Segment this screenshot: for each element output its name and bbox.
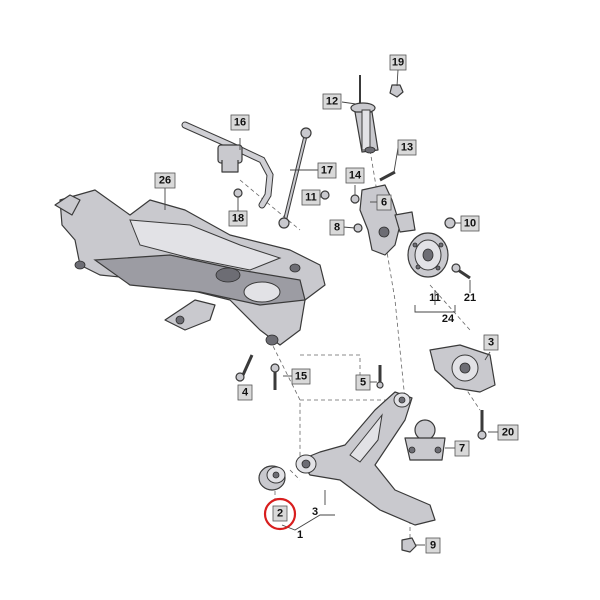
callout-11a: 11 [301, 189, 321, 206]
callout-9: 9 [425, 537, 441, 554]
fasteners [233, 84, 487, 553]
subframe [54, 189, 326, 346]
label-24: 24 [442, 313, 455, 325]
wheel-hub [407, 232, 449, 278]
callout-18: 18 [228, 210, 248, 227]
callout-19-label: 19 [392, 57, 404, 69]
bush [258, 465, 286, 491]
highlight-circle [263, 497, 297, 531]
callout-17-label: 17 [321, 165, 333, 177]
leader-lines [164, 69, 498, 546]
stabilizer-bar [181, 121, 274, 209]
callout-8: 8 [329, 219, 345, 236]
callout-11a-label: 11 [305, 192, 317, 204]
wishbone [295, 391, 436, 526]
callout-20: 20 [497, 424, 519, 441]
callout-3-top: 3 [483, 334, 499, 351]
callout-5: 5 [355, 374, 371, 391]
callout-6: 6 [376, 194, 392, 211]
callout-10-label: 10 [464, 218, 476, 230]
callout-16: 16 [230, 114, 250, 131]
callout-6-label: 6 [381, 197, 387, 209]
callout-18-label: 18 [232, 213, 244, 225]
callout-15-label: 15 [295, 371, 307, 383]
callout-14-label: 14 [349, 170, 362, 182]
label-21: 21 [464, 292, 476, 304]
shock-absorber [350, 75, 379, 154]
callout-19: 19 [389, 54, 407, 71]
callout-10: 10 [460, 215, 480, 232]
callout-20-label: 20 [502, 427, 514, 439]
callout-16-label: 16 [234, 117, 246, 129]
label-1: 1 [297, 529, 303, 541]
callout-4-label: 4 [242, 387, 249, 399]
callout-7-label: 7 [459, 443, 465, 455]
callout-26: 26 [154, 172, 176, 189]
callout-8-label: 8 [334, 222, 340, 234]
callout-14: 14 [345, 167, 365, 184]
coupling-rod [278, 127, 312, 229]
callout-9-label: 9 [430, 540, 436, 552]
callout-13-label: 13 [401, 142, 413, 154]
callout-15: 15 [291, 368, 311, 385]
callout-7: 7 [454, 440, 470, 457]
callout-2-label: 2 [277, 508, 283, 520]
rubber-bush-bracket [429, 344, 496, 393]
callout-3-top-label: 3 [488, 337, 494, 349]
callout-2: 2 [272, 505, 288, 522]
ball-joint [404, 419, 446, 461]
label-3-bottom: 3 [312, 506, 318, 518]
callout-26-label: 26 [159, 175, 171, 187]
callout-17: 17 [317, 162, 337, 179]
callout-13: 13 [397, 139, 417, 156]
callout-4: 4 [237, 384, 253, 401]
callout-12: 12 [322, 93, 342, 110]
callouts: 19 12 16 13 17 26 14 11 6 18 8 10 11 21 … [154, 54, 519, 554]
callout-12-label: 12 [326, 96, 338, 108]
callout-5-label: 5 [360, 377, 366, 389]
label-11b: 11 [429, 292, 441, 304]
